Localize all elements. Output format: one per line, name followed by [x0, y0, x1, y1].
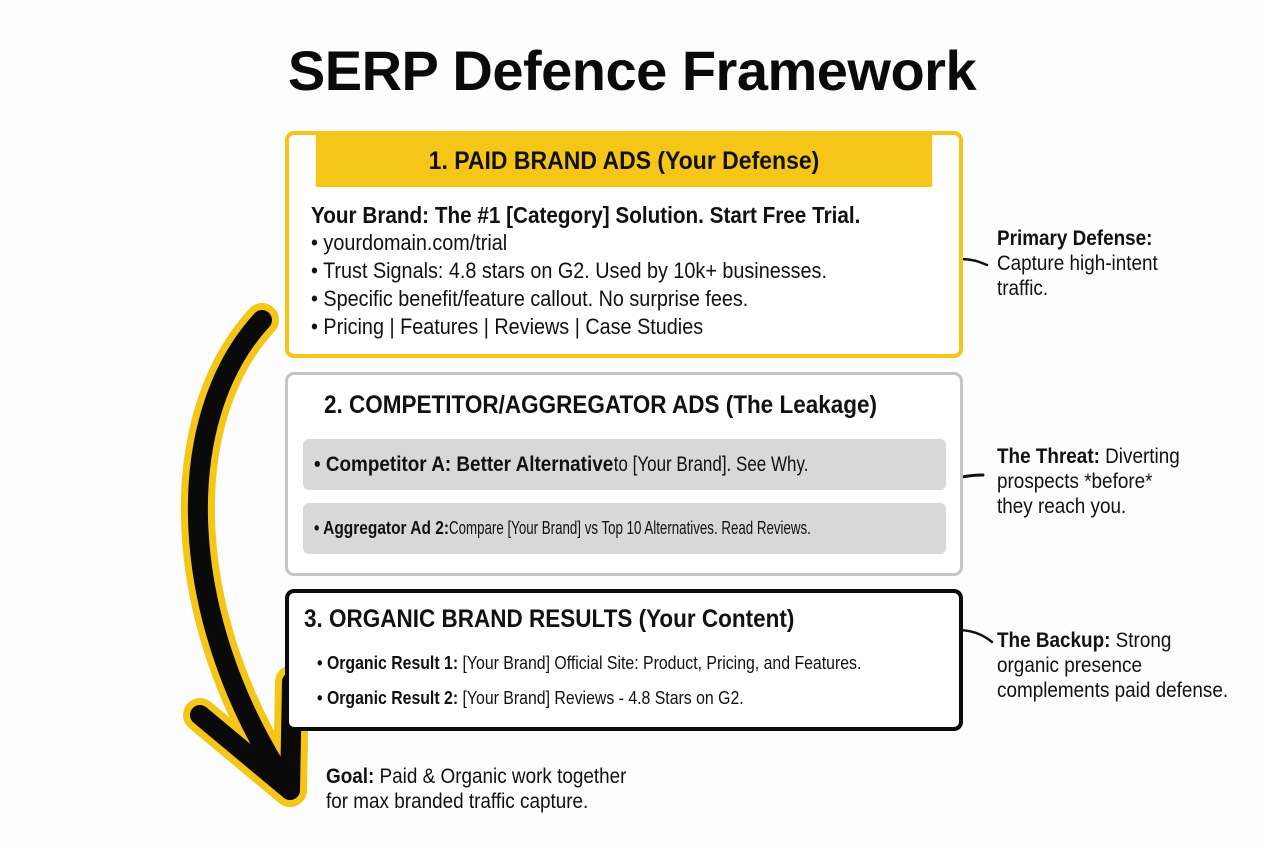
ad-benefit-callout: • Specific benefit/feature callout. No s…	[311, 286, 749, 311]
paid-brand-ads-header: 1. PAID BRAND ADS (Your Defense)	[315, 135, 933, 187]
competitor-ads-box: 2. COMPETITOR/AGGREGATOR ADS (The Leakag…	[285, 372, 963, 576]
note-backup-line-3: complements paid defense.	[997, 679, 1229, 702]
note-primary-line-1: Capture high-intent	[997, 252, 1158, 275]
aggregator-ad-2-text: Compare [Your Brand] vs Top 10 Alternati…	[449, 518, 811, 538]
note-threat-label: The Threat:	[997, 445, 1100, 468]
note-backup: The Backup: Strong organic presence comp…	[997, 628, 1228, 703]
note-primary-label: Primary Defense:	[997, 227, 1153, 250]
ad-headline: Your Brand: The #1 [Category] Solution. …	[311, 202, 861, 228]
goal-label: Goal:	[326, 765, 375, 788]
note-backup-line-2: organic presence	[997, 654, 1142, 677]
organic-result-1-label: • Organic Result 1:	[317, 653, 459, 673]
organic-result-1-text: [Your Brand] Official Site: Product, Pri…	[458, 653, 862, 673]
note-primary-line-2: traffic.	[997, 277, 1049, 300]
organic-results-box: 3. ORGANIC BRAND RESULTS (Your Content) …	[285, 589, 963, 731]
note-primary-defense: Primary Defense: Capture high-intent tra…	[997, 226, 1158, 301]
ad-trust-signals: • Trust Signals: 4.8 stars on G2. Used b…	[311, 258, 827, 283]
page-title: SERP Defence Framework	[287, 39, 977, 102]
organic-result-1: • Organic Result 1: [Your Brand] Officia…	[317, 653, 861, 674]
note-backup-label: The Backup:	[997, 629, 1111, 652]
note-threat: The Threat: Diverting prospects *before*…	[997, 444, 1180, 519]
competitor-ad-1-label: • Competitor A: Better Alternative	[314, 452, 614, 476]
competitor-ad-1: • Competitor A: Better Alternative to [Y…	[303, 439, 946, 490]
organic-results-header: 3. ORGANIC BRAND RESULTS (Your Content)	[304, 605, 795, 633]
note-threat-text: Diverting	[1099, 445, 1180, 468]
flow-arrow-icon	[180, 303, 309, 807]
competitor-ads-header: 2. COMPETITOR/AGGREGATOR ADS (The Leakag…	[324, 391, 878, 419]
competitor-ad-1-text: to [Your Brand]. See Why.	[613, 452, 809, 476]
goal-text: Paid & Organic work together	[374, 765, 627, 788]
aggregator-ad-2: • Aggregator Ad 2: Compare [Your Brand] …	[303, 503, 946, 554]
note-threat-line-2: prospects *before*	[997, 470, 1153, 493]
aggregator-ad-2-label: • Aggregator Ad 2:	[314, 518, 450, 538]
ad-url: • yourdomain.com/trial	[311, 230, 508, 255]
organic-result-2-text: [Your Brand] Reviews - 4.8 Stars on G2.	[458, 688, 744, 708]
ad-sitelinks: • Pricing | Features | Reviews | Case St…	[311, 314, 704, 339]
note-backup-text: Strong	[1110, 629, 1172, 652]
note-threat-line-3: they reach you.	[997, 495, 1127, 518]
organic-result-2-label: • Organic Result 2:	[317, 688, 459, 708]
goal-note: Goal: Paid & Organic work together for m…	[326, 764, 626, 814]
organic-result-2: • Organic Result 2: [Your Brand] Reviews…	[317, 688, 744, 709]
paid-brand-ads-box: 1. PAID BRAND ADS (Your Defense) Your Br…	[285, 131, 963, 358]
goal-line-2: for max branded traffic capture.	[326, 790, 589, 813]
